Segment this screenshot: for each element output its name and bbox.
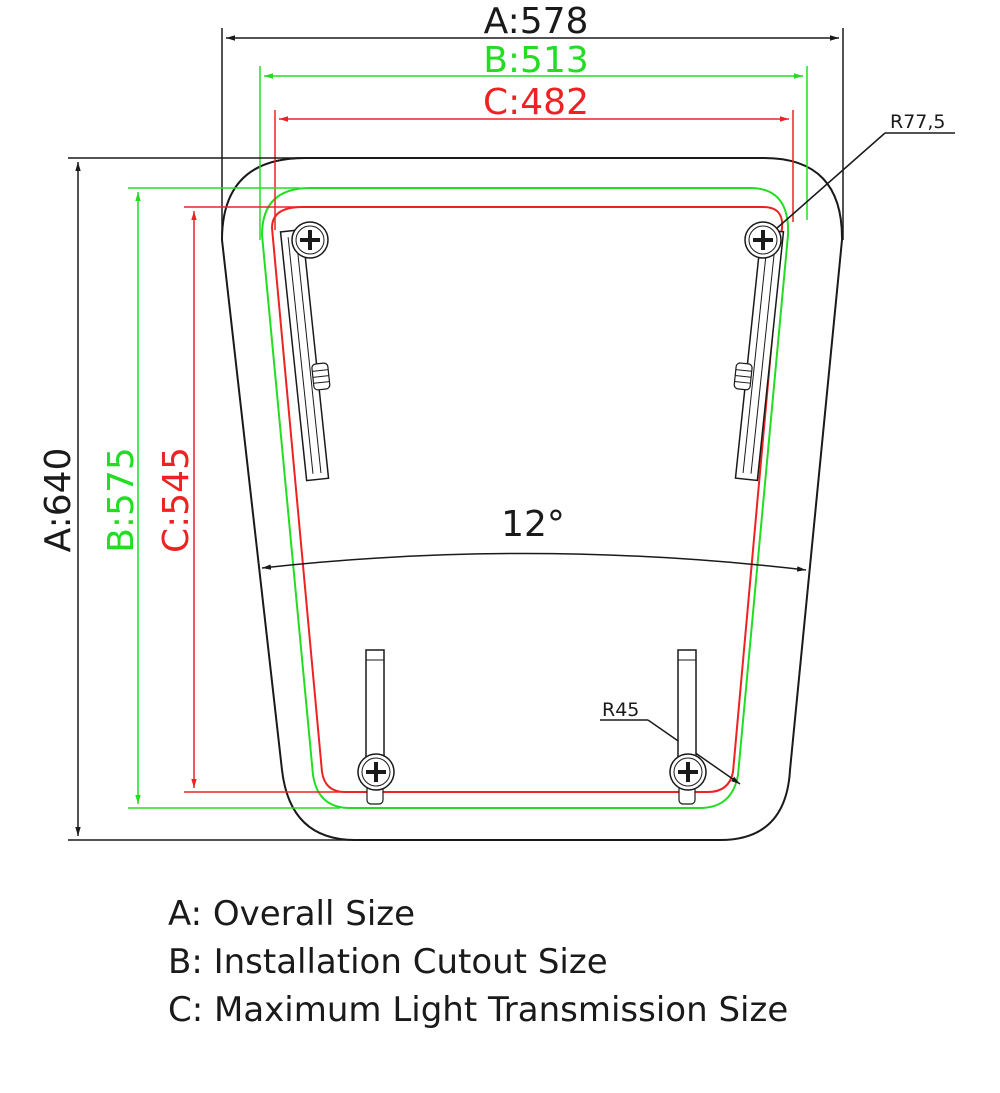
dimension-a-width-label: A:578: [484, 1, 589, 42]
dimension-b-height-label: B:575: [101, 447, 142, 553]
radius-top-label: R77,5: [890, 111, 946, 133]
dimension-b-height: B:575: [101, 187, 340, 809]
radius-bottom-label: R45: [602, 699, 639, 721]
angle-label: 12°: [501, 504, 565, 545]
dimension-c-width-label: C:482: [483, 82, 589, 123]
left-stay-arm: [279, 228, 331, 482]
legend: A: Overall Size B: Installation Cutout S…: [168, 890, 788, 1034]
light-transmission-outline: [270, 206, 784, 793]
dimension-c-height-label: C:545: [156, 447, 197, 553]
dimension-c-height: C:545: [156, 206, 365, 793]
radius-top-callout: R77,5: [767, 111, 955, 237]
legend-item-b: B: Installation Cutout Size: [168, 942, 608, 982]
legend-item-a: A: Overall Size: [168, 894, 416, 934]
dimension-a-height-label: A:640: [38, 448, 79, 553]
legend-item-c: C: Maximum Light Transmission Size: [168, 990, 789, 1030]
dimension-c-width: C:482: [274, 82, 794, 230]
dimension-b-width: B:513: [259, 40, 808, 240]
screw-bottom-right-icon: [669, 753, 707, 791]
dimension-a-width: A:578: [221, 1, 844, 240]
right-stay-arm: [733, 228, 785, 482]
dimension-b-width-label: B:513: [483, 40, 589, 81]
outer-frame-outline: [220, 157, 844, 841]
screw-top-left-icon: [291, 221, 329, 259]
dimension-a-height: A:640: [38, 157, 360, 841]
angle-dimension: 12°: [261, 504, 807, 572]
screw-top-right-icon: [744, 221, 782, 259]
installation-cutout-outline: [260, 187, 790, 809]
screw-bottom-left-icon: [357, 753, 395, 791]
